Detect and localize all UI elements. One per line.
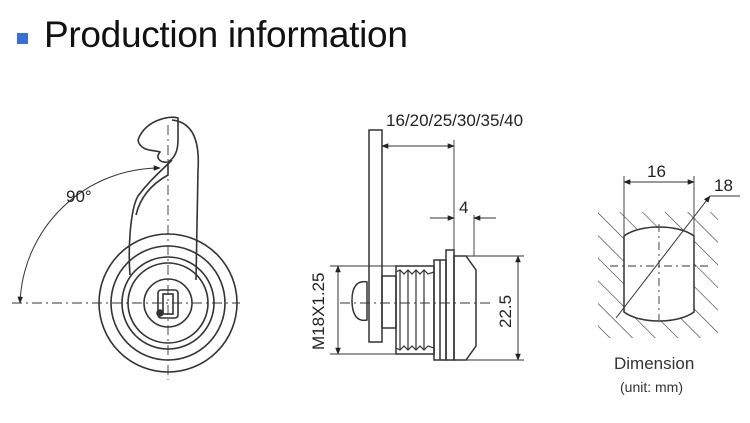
thread-teeth bbox=[395, 269, 435, 351]
flange bbox=[453, 255, 477, 361]
angle-label: 90° bbox=[66, 187, 92, 206]
dimension-caption: Dimension bbox=[614, 354, 694, 373]
offset-label: 4 bbox=[459, 198, 468, 217]
cutout-diameter-label: 18 bbox=[714, 176, 733, 195]
cam-arm bbox=[137, 116, 179, 163]
angle-arc bbox=[17, 165, 161, 304]
panel-cutout bbox=[598, 176, 740, 338]
cutout-width-label: 16 bbox=[647, 162, 666, 181]
thread-label: M18X1.25 bbox=[309, 273, 328, 351]
front-view bbox=[12, 116, 240, 380]
header: Production information bbox=[0, 0, 750, 80]
cam-plate bbox=[368, 129, 383, 343]
panel bbox=[445, 249, 455, 361]
length-label: 16/20/25/30/35/40 bbox=[386, 111, 523, 130]
page-title: Production information bbox=[44, 14, 408, 55]
height-label: 22.5 bbox=[496, 295, 515, 328]
title-bullet-icon bbox=[17, 33, 28, 44]
side-view bbox=[330, 129, 524, 361]
threaded-body bbox=[395, 265, 435, 355]
key-head bbox=[351, 280, 368, 322]
unit-caption: (unit: mm) bbox=[620, 379, 683, 395]
